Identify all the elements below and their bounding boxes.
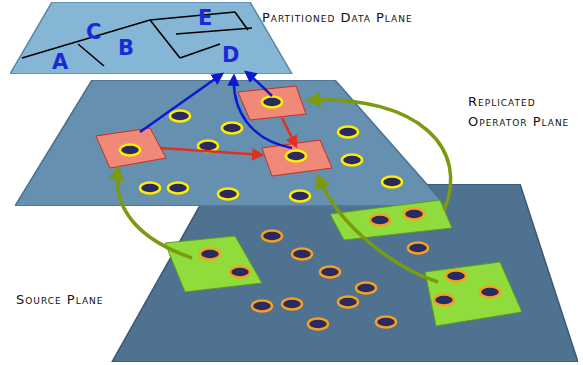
region-label: E bbox=[198, 8, 212, 29]
region-label: B bbox=[118, 38, 134, 59]
region-label: C bbox=[86, 22, 101, 43]
plane: Source Plane bbox=[16, 184, 578, 362]
plane: Replicated Operator Plane bbox=[15, 80, 580, 206]
plane-outline bbox=[10, 2, 292, 74]
plane-title: Source Plane bbox=[16, 290, 216, 310]
plane-outline bbox=[15, 80, 446, 206]
region-label: D bbox=[222, 45, 239, 66]
plane-title: Partitioned Data Plane bbox=[262, 8, 562, 28]
plane-outline bbox=[112, 184, 578, 362]
region-label: A bbox=[52, 52, 68, 73]
plane-title: Replicated Operator Plane bbox=[468, 92, 580, 132]
plane-shape bbox=[16, 184, 578, 362]
